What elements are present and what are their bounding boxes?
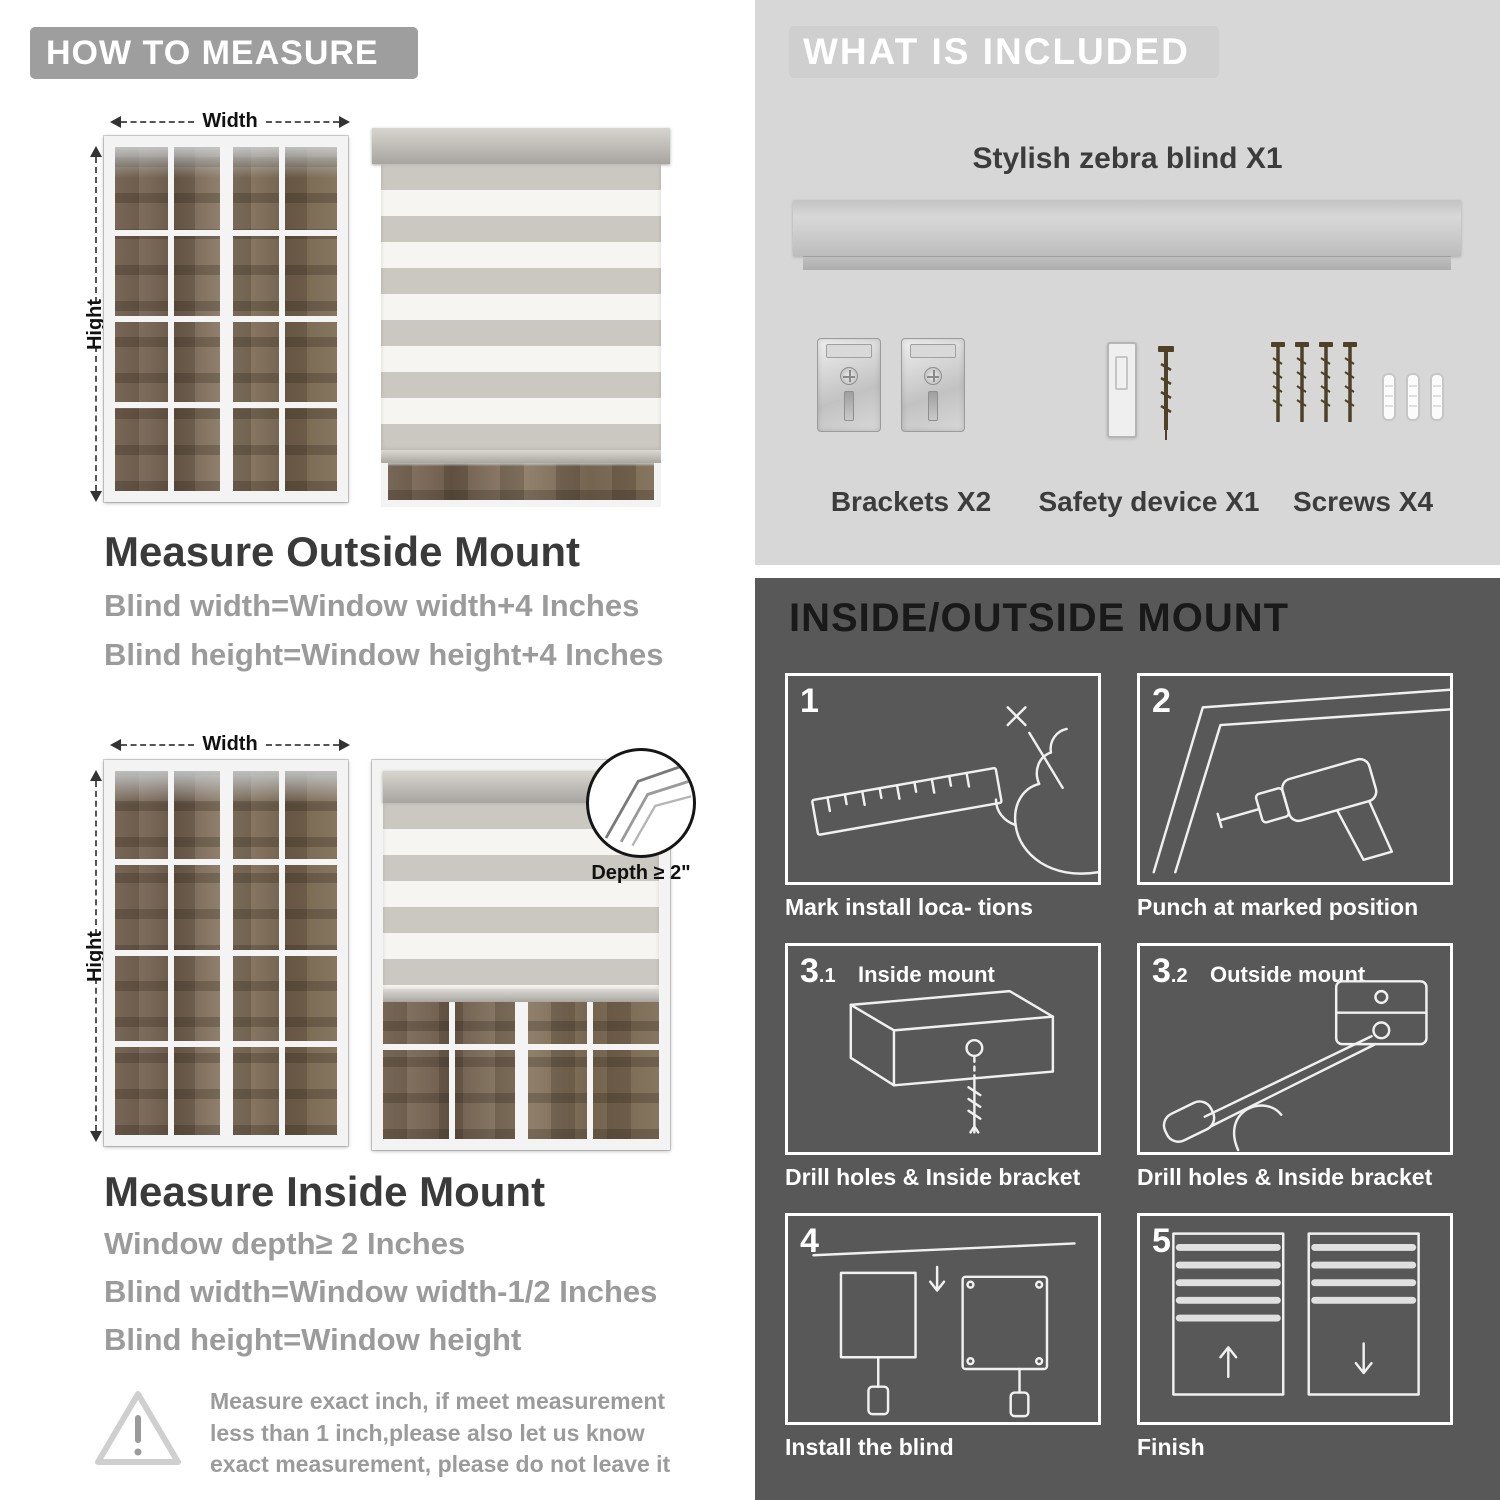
drill-illustration	[1152, 688, 1450, 874]
height-arrow-inside: Hight	[70, 770, 121, 1142]
outside-mount-title: Measure Outside Mount	[104, 528, 581, 575]
screws-and-anchors-icon	[1271, 342, 1444, 422]
what-is-included-section: WHAT IS INCLUDED Stylish zebra blind X1	[755, 0, 1500, 565]
blind-fabric	[381, 164, 661, 450]
arrow-left-icon	[110, 115, 121, 128]
height-arrow-outside: Hight	[70, 146, 121, 502]
what-is-included-header: WHAT IS INCLUDED	[789, 26, 1219, 78]
finish-illustration	[1172, 1232, 1420, 1396]
arrow-right-icon	[339, 115, 351, 128]
inside-rule-depth: Window depth≥ 2 Inches	[104, 1226, 466, 1261]
window-photo-inside	[104, 760, 348, 1146]
bracket-icon	[901, 338, 965, 432]
window-with-inside-blind	[372, 760, 670, 1150]
step-3-2: 3.2 Outside mount Drill holes & Inside b…	[1137, 943, 1453, 1191]
install-blind-illustration	[812, 1242, 1076, 1418]
arrow-right-icon	[339, 738, 351, 751]
outside-rule-width: Blind width=Window width+4 Inches	[104, 588, 640, 623]
arrow-down-icon	[89, 1131, 102, 1142]
outside-bracket-illustration	[1162, 980, 1428, 1152]
screw-icon	[1158, 346, 1174, 440]
how-to-measure-header: HOW TO MEASURE	[30, 27, 418, 79]
brackets-image	[817, 338, 965, 432]
step-1: 1 M	[785, 673, 1101, 921]
depth-label: Depth ≥ 2"	[591, 862, 691, 884]
step-4: 4 Install the blind	[785, 1213, 1101, 1461]
arrow-down-icon	[89, 491, 102, 502]
width-label: Width	[202, 733, 258, 755]
step-number: 1	[800, 682, 819, 720]
arrow-up-icon	[89, 146, 102, 157]
measurement-note: Measure exact inch, if meet measurement …	[92, 1386, 680, 1481]
screws-label: Screws X4	[1292, 486, 1434, 517]
note-text: Measure exact inch, if meet measurement …	[210, 1388, 671, 1478]
width-label: Width	[202, 110, 258, 132]
blind-cassette	[372, 128, 670, 164]
warning-triangle-icon	[95, 1391, 181, 1465]
zebra-blind-outside	[372, 128, 670, 507]
outside-rule-height: Blind height=Window height+4 Inches	[104, 637, 664, 672]
safety-device-label: Safety device X1	[1038, 486, 1260, 517]
arrow-left-icon	[110, 738, 121, 751]
depth-zoom-circle	[586, 748, 696, 858]
width-arrow-outside: Width	[110, 110, 351, 133]
step-caption: Mark install loca- tions	[785, 894, 1033, 920]
mount-section-header: INSIDE/OUTSIDE MOUNT	[789, 596, 1290, 640]
step-3-1: 3.1 Inside mount Drill holes & Inside br…	[785, 943, 1101, 1191]
mark-locations-illustration	[811, 706, 1098, 875]
window-photo-outside	[104, 136, 348, 502]
width-arrow-inside: Width	[110, 733, 351, 756]
inside-bracket-illustration	[849, 989, 1055, 1134]
blind-bottom-rail	[381, 450, 661, 463]
inside-rule-height: Blind height=Window height	[104, 1322, 522, 1357]
step-5: 5 Finish	[1137, 1213, 1453, 1461]
inside-rule-width: Blind width=Window width-1/2 Inches	[104, 1274, 658, 1309]
mount-steps-section: INSIDE/OUTSIDE MOUNT 1	[755, 578, 1500, 1500]
brackets-label: Brackets X2	[830, 486, 992, 517]
step-sublabel: Inside mount	[858, 962, 995, 987]
inside-mount-title: Measure Inside Mount	[104, 1168, 546, 1215]
blind-item-label: Stylish zebra blind X1	[972, 142, 1283, 175]
bracket-icon	[817, 338, 881, 432]
depth-detail: Depth ≥ 2"	[586, 748, 696, 885]
blind-headrail-image	[793, 200, 1461, 270]
step-2: 2 Punch at marked position	[1137, 673, 1453, 921]
window-below-blind	[381, 463, 661, 507]
safety-device-icon	[1107, 342, 1137, 438]
window-corner-illustration	[604, 762, 692, 847]
arrow-up-icon	[89, 770, 102, 781]
